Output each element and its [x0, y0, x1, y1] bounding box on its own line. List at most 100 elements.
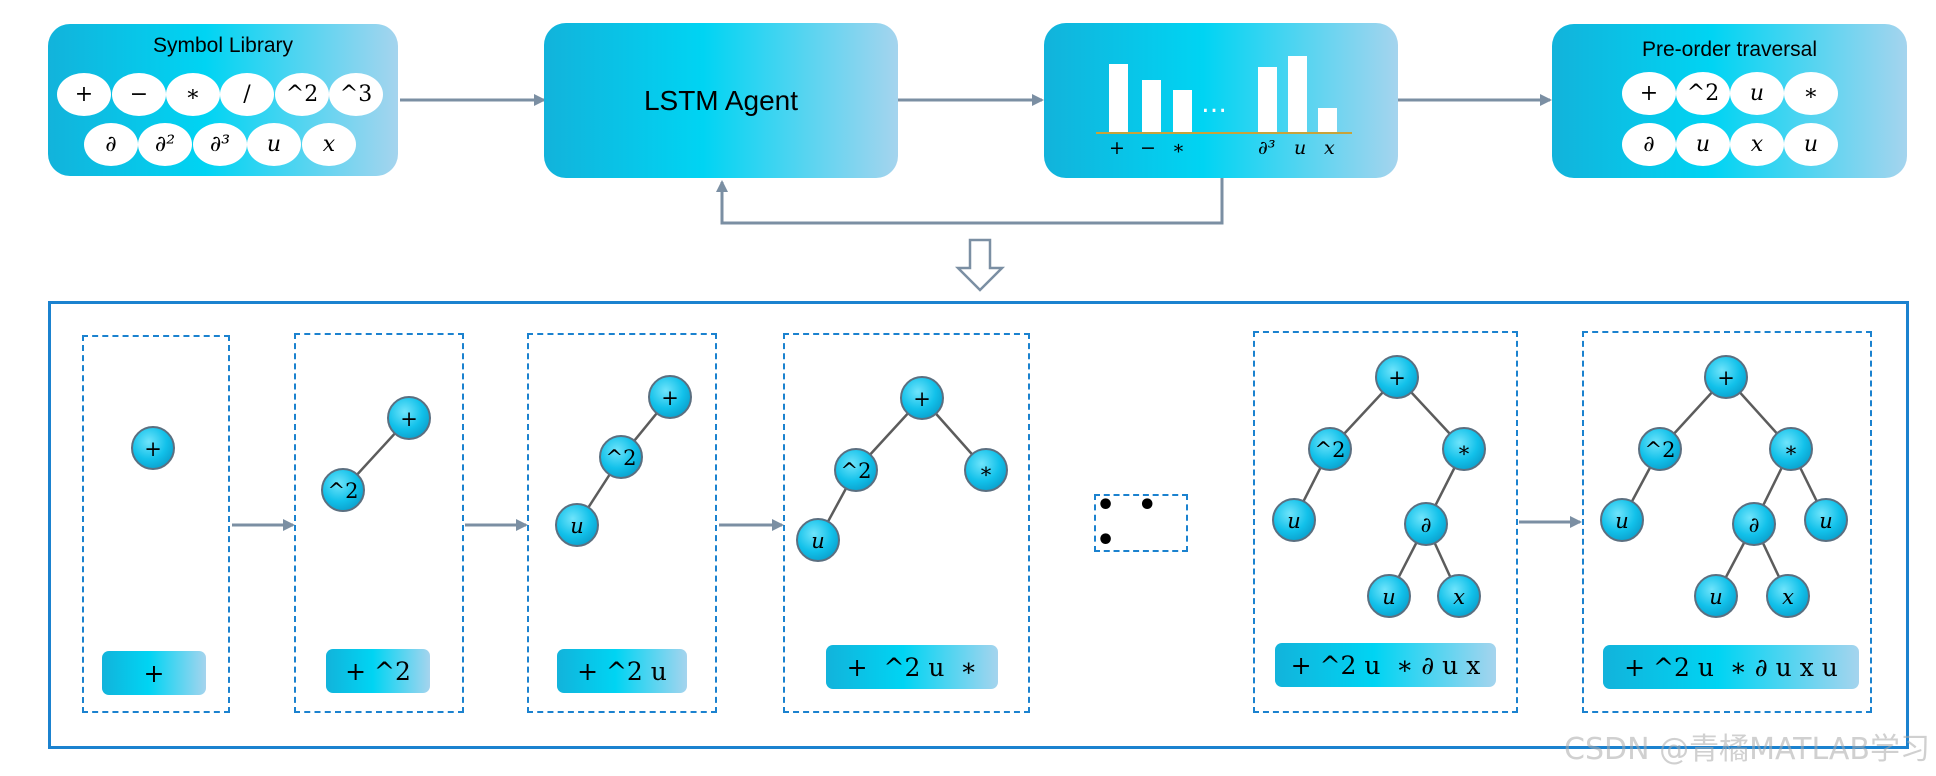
- lstm-agent-panel: LSTM Agent: [544, 23, 898, 178]
- probability-bar: [1142, 80, 1161, 132]
- probability-bar: [1318, 108, 1337, 132]
- tree-node-label: ^2: [328, 479, 359, 503]
- symbol-chip-partial2: ∂²: [138, 123, 192, 166]
- tree-node: [964, 448, 1008, 492]
- bar-label-partial3: ∂³: [1258, 137, 1276, 159]
- more-steps-ellipsis: • • •: [1094, 488, 1188, 558]
- step-box-3: [527, 333, 717, 713]
- tree-node-label: ∂: [1749, 513, 1760, 537]
- tree-node: [1732, 502, 1776, 546]
- tree-node: [648, 375, 692, 419]
- tree-node: [599, 435, 643, 479]
- bar-label-minus: −: [1140, 137, 1156, 159]
- symbol-chip-multiply: ∗: [166, 73, 220, 116]
- probability-bar: [1109, 64, 1128, 132]
- tree-node: [1804, 498, 1848, 542]
- step-box-1: [82, 335, 230, 713]
- bars-baseline: [1096, 132, 1352, 134]
- probability-bars: [1044, 23, 1398, 178]
- traversal-chip-7: x: [1730, 123, 1784, 166]
- lstm-agent-label: LSTM Agent: [643, 85, 799, 116]
- tree-node-label: u: [811, 529, 825, 553]
- tree-node-label: ∗: [1784, 438, 1798, 462]
- tree-node-label: +: [913, 387, 931, 411]
- bar-label-plus: +: [1109, 137, 1125, 159]
- tree-node-label: u: [1287, 509, 1301, 533]
- bar-label-multiply: ∗: [1172, 137, 1185, 159]
- tree-node-label: +: [661, 386, 679, 410]
- sequence-step-4: + ^2 u ∗: [826, 645, 998, 689]
- symbol-library-title: Symbol Library: [152, 34, 294, 57]
- traversal-chip-2: ^2: [1676, 72, 1730, 115]
- tree-node-label: x: [1453, 585, 1465, 609]
- traversal-chip-1: +: [1622, 72, 1676, 115]
- symbol-chip-square: ^2: [275, 73, 329, 116]
- tree-node: [1308, 427, 1352, 471]
- tree-node-label: +: [400, 407, 418, 431]
- step-box-2: [294, 333, 464, 713]
- symbol-library-panel: Symbol Library + − ∗ / ^2 ^3 ∂ ∂² ∂³ u x: [48, 24, 398, 176]
- tree-node: [131, 426, 175, 470]
- tree-construction-frame: [48, 301, 1909, 749]
- symbol-chip-partial: ∂: [84, 123, 138, 166]
- traversal-chip-5: ∂: [1622, 123, 1676, 166]
- bar-label-x: x: [1324, 137, 1335, 159]
- tree-node: [1694, 574, 1738, 618]
- preorder-traversal-title: Pre-order traversal: [1641, 38, 1818, 61]
- probability-bar: [1288, 55, 1307, 132]
- step-box-5: [1253, 331, 1518, 713]
- tree-node-label: x: [1782, 585, 1794, 609]
- tree-node-label: +: [144, 437, 162, 461]
- tree-node-label: ∗: [979, 459, 993, 483]
- tree-node-label: u: [1819, 509, 1833, 533]
- bars-ellipsis: …: [1201, 89, 1227, 119]
- traversal-chip-6: u: [1676, 123, 1730, 166]
- probability-bar: [1173, 89, 1192, 132]
- tree-node: [900, 376, 944, 420]
- tree-node: [1272, 498, 1316, 542]
- tree-node-label: ^2: [1315, 438, 1346, 462]
- tree-node-label: +: [1717, 366, 1735, 390]
- tree-node-label: +: [1388, 366, 1406, 390]
- tree-node-label: ^2: [1645, 438, 1676, 462]
- tree-node-label: ∗: [1457, 438, 1471, 462]
- tree-node: [1442, 427, 1486, 471]
- preorder-traversal-panel: Pre-order traversal + ^2 u ∗ ∂ u x u: [1552, 24, 1907, 178]
- tree-node-label: u: [1615, 509, 1629, 533]
- tree-node: [1766, 574, 1810, 618]
- sequence-step-3: + ^2 u: [557, 649, 687, 693]
- watermark: CSDN @青橘MATLAB学习: [1564, 732, 1930, 767]
- traversal-chip-8: u: [1784, 123, 1838, 166]
- step-box-4: [783, 333, 1030, 713]
- tree-node: [321, 468, 365, 512]
- tree-node: [796, 518, 840, 562]
- probability-distribution-panel: … + − ∗ ∂³ u x: [1044, 23, 1398, 178]
- symbol-chip-minus: −: [112, 73, 166, 116]
- tree-node: [555, 503, 599, 547]
- tree-node: [1638, 427, 1682, 471]
- tree-node-label: ^2: [841, 459, 872, 483]
- tree-node-label: ∂: [1421, 513, 1432, 537]
- sequence-step-5: + ^2 u ∗ ∂ u x: [1275, 643, 1496, 687]
- sequence-step-1: +: [102, 651, 206, 695]
- bar-label-u: u: [1294, 137, 1307, 159]
- tree-node: [1437, 574, 1481, 618]
- tree-node: [1375, 355, 1419, 399]
- symbol-chip-plus: +: [57, 73, 111, 116]
- tree-node: [1404, 502, 1448, 546]
- symbol-chip-x: x: [302, 123, 356, 166]
- symbol-chip-cube: ^3: [329, 73, 383, 116]
- symbol-chip-u: u: [247, 123, 301, 166]
- probability-bar: [1258, 67, 1277, 132]
- tree-node-label: ^2: [606, 446, 637, 470]
- tree-node-label: u: [570, 514, 584, 538]
- symbol-chip-partial3: ∂³: [193, 123, 247, 166]
- tree-node: [1704, 355, 1748, 399]
- step-box-6: [1582, 331, 1872, 713]
- traversal-chip-3: u: [1730, 72, 1784, 115]
- tree-node-label: u: [1709, 585, 1723, 609]
- symbol-chip-divide: /: [220, 73, 274, 116]
- traversal-chip-4: ∗: [1784, 72, 1838, 115]
- tree-node: [1769, 427, 1813, 471]
